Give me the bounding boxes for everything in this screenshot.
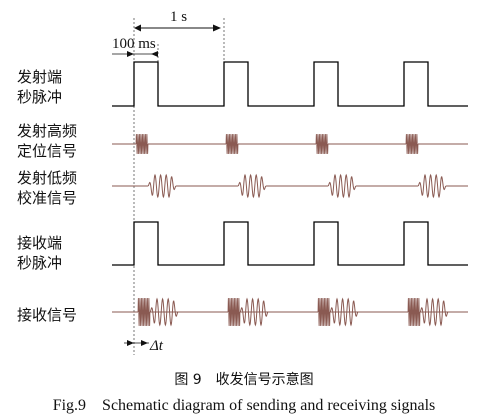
waveforms [112,61,468,327]
tx-lf-burst [417,173,447,199]
row-label-rx-pps: 接收端秒脉冲 [17,234,63,272]
tx-lf-burst [237,173,267,199]
row-label-rx-signal: 接收信号 [17,306,78,324]
rx-lf-burst [239,297,269,327]
rx-hf-burst [137,297,151,327]
tx-lf-burst [327,173,357,199]
row-label-tx-hf: 发射高频定位信号 [17,122,78,160]
tx-hf-burst [405,133,419,155]
tx-hf-burst [315,133,329,155]
rx-pps-waveform [112,221,468,266]
tx-hf-burst [135,133,149,155]
tx-lf-burst [147,173,177,199]
rx-lf-burst [329,297,359,327]
tx-pps-waveform [112,61,468,107]
pulse-width-label: 100 ms [112,36,156,52]
rx-hf-burst [317,297,331,327]
row-label-tx-lf: 发射低频校准信号 [17,169,78,207]
rx-hf-burst [407,297,421,327]
rx-lf-burst [419,297,449,327]
figure-caption-cn: 图 9 收发信号示意图 [174,372,314,388]
delay-label: Δt [149,338,164,354]
tx-hf-burst [225,133,239,155]
rx-lf-burst [149,297,179,327]
rx-hf-burst [227,297,241,327]
period-label: 1 s [170,9,187,25]
row-label-tx-pps: 发射端秒脉冲 [17,68,63,106]
figure-caption-en: Fig.9 Schematic diagram of sending and r… [52,397,436,414]
